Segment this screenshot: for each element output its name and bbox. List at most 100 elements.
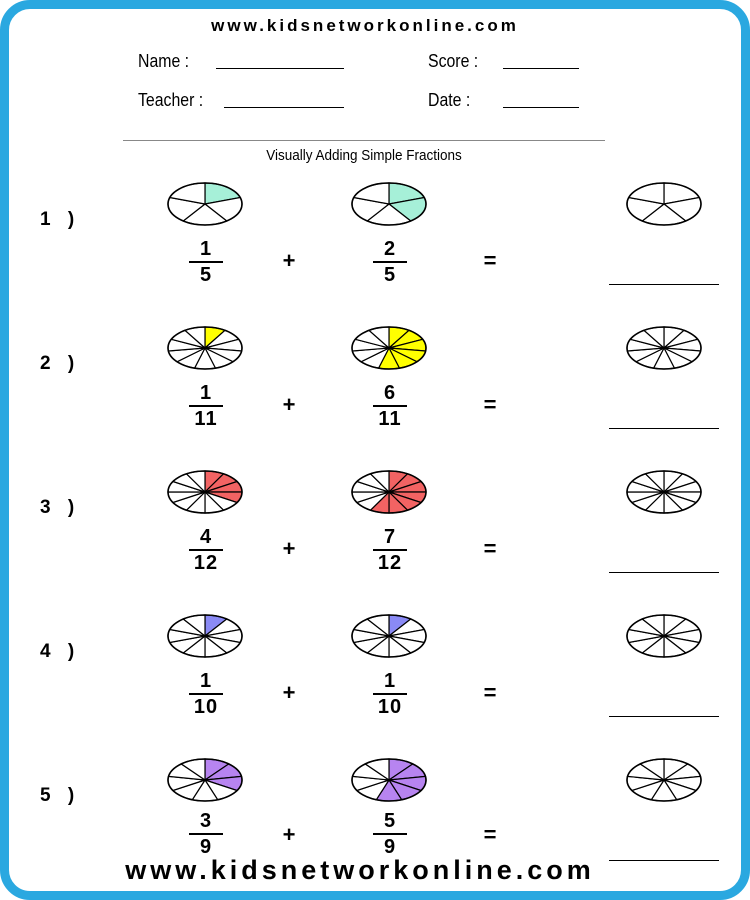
fraction-b: 2 5 (360, 238, 420, 286)
score-field[interactable] (503, 68, 579, 69)
plus-sign: + (282, 536, 296, 561)
fraction-bar (373, 833, 407, 835)
problem-number: 4 ) (40, 641, 81, 662)
numerator: 1 (199, 382, 213, 404)
pie-a (167, 614, 243, 658)
pie-b (351, 470, 427, 514)
answer-pie (626, 470, 702, 514)
pie-outline (351, 326, 427, 370)
answer-pie (626, 182, 702, 226)
site-url-top: www.kidsnetworkonline.com (211, 16, 519, 35)
fraction-a: 1 5 (176, 238, 236, 286)
problem-number: 1 ) (40, 209, 81, 230)
plus-sign: + (282, 680, 296, 705)
pie-outline (167, 614, 243, 658)
fraction-bar (189, 261, 223, 263)
answer-pie (626, 758, 702, 802)
teacher-label: Teacher : (138, 90, 204, 110)
pie-outline (626, 758, 702, 802)
name-label: Name : (138, 51, 190, 71)
pie-b (351, 326, 427, 370)
fraction-bar (373, 693, 407, 695)
answer-line[interactable] (609, 428, 719, 429)
pie-outline (351, 470, 427, 514)
teacher-field[interactable] (224, 107, 344, 108)
plus-sign: + (282, 248, 296, 273)
pie-a (167, 470, 243, 514)
equals-sign: = (483, 248, 497, 273)
pie-b (351, 758, 427, 802)
numerator: 5 (383, 810, 397, 832)
equals-sign: = (483, 392, 497, 417)
pie-a (167, 758, 243, 802)
denominator: 11 (194, 408, 218, 430)
numerator: 7 (383, 526, 397, 548)
equals-sign: = (483, 822, 497, 847)
score-label: Score : (428, 51, 479, 71)
pie-outline (167, 326, 243, 370)
denominator: 5 (383, 264, 397, 286)
plus-sign: + (282, 392, 296, 417)
numerator: 1 (199, 238, 213, 260)
denominator: 9 (383, 836, 397, 858)
answer-line[interactable] (609, 716, 719, 717)
denominator: 10 (193, 696, 219, 718)
denominator: 10 (377, 696, 403, 718)
denominator: 12 (377, 552, 403, 574)
date-label: Date : (428, 90, 471, 110)
denominator: 12 (193, 552, 219, 574)
fraction-a: 1 10 (176, 670, 236, 718)
fraction-b: 7 12 (360, 526, 420, 574)
site-url-bottom: www.kidsnetworkonline.com (125, 855, 595, 885)
fraction-bar (373, 261, 407, 263)
pie-b (351, 614, 427, 658)
answer-pie (626, 614, 702, 658)
numerator: 2 (383, 238, 397, 260)
pie-outline (351, 614, 427, 658)
pie-outline (167, 758, 243, 802)
answer-line[interactable] (609, 860, 719, 861)
worksheet-title: Visually Adding Simple Fractions (266, 147, 462, 164)
equals-sign: = (483, 680, 497, 705)
pie-outline (351, 758, 427, 802)
plus-sign: + (282, 822, 296, 847)
answer-line[interactable] (609, 572, 719, 573)
pie-outline (167, 470, 243, 514)
date-field[interactable] (503, 107, 579, 108)
answer-pie (626, 326, 702, 370)
denominator: 11 (378, 408, 402, 430)
pie-outline (167, 182, 243, 226)
numerator: 1 (199, 670, 213, 692)
numerator: 6 (383, 382, 397, 404)
problem-number: 5 ) (40, 785, 81, 806)
fraction-bar (189, 549, 223, 551)
fraction-b: 5 9 (360, 810, 420, 858)
problem-number: 3 ) (40, 497, 81, 518)
pie-outline (626, 614, 702, 658)
fraction-a: 4 12 (176, 526, 236, 574)
answer-line[interactable] (609, 284, 719, 285)
denominator: 9 (199, 836, 213, 858)
fraction-bar (189, 833, 223, 835)
pie-outline (626, 182, 702, 226)
pie-outline (626, 326, 702, 370)
numerator: 3 (199, 810, 213, 832)
pie-outline (351, 182, 427, 226)
fraction-b: 1 10 (360, 670, 420, 718)
denominator: 5 (199, 264, 213, 286)
equals-sign: = (483, 536, 497, 561)
name-field[interactable] (216, 68, 344, 69)
fraction-bar (373, 405, 407, 407)
pie-b (351, 182, 427, 226)
fraction-bar (373, 549, 407, 551)
fraction-b: 6 11 (360, 382, 420, 430)
header-divider (123, 140, 605, 141)
numerator: 1 (383, 670, 397, 692)
pie-outline (626, 470, 702, 514)
pie-a (167, 182, 243, 226)
fraction-bar (189, 405, 223, 407)
problem-number: 2 ) (40, 353, 81, 374)
pie-a (167, 326, 243, 370)
fraction-a: 1 11 (176, 382, 236, 430)
